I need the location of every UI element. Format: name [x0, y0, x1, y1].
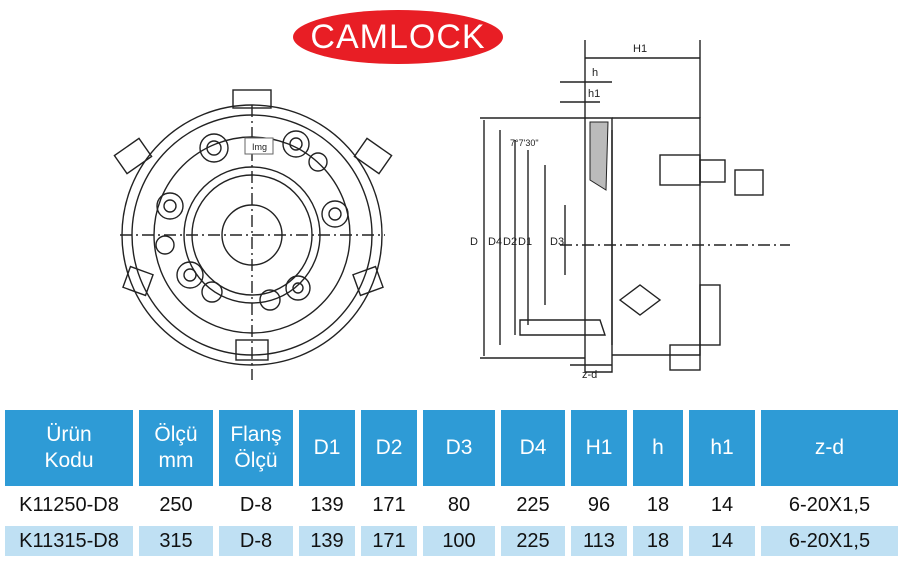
dim-D4: D4	[488, 236, 502, 248]
table-cell: 14	[689, 526, 755, 556]
chuck-side-view: H1 h h1 7°7'30" D D4 D2 D1 D3 z-d	[470, 40, 790, 381]
header-d3: D3	[423, 410, 495, 486]
dim-D2: D2	[503, 236, 517, 248]
table-cell: 100	[423, 526, 495, 556]
table-cell: D-8	[219, 526, 293, 556]
header-urun-kodu: Ürün Kodu	[5, 410, 133, 486]
header-h1-cap: H1	[571, 410, 627, 486]
table-cell: 225	[516, 493, 550, 516]
table-cell: 225	[501, 526, 565, 556]
dim-D: D	[470, 236, 478, 248]
img-tag-label: Img	[252, 142, 267, 152]
table-cell: 14	[710, 493, 734, 516]
table-cell: 6-20X1,5	[761, 526, 898, 556]
chuck-front-view: Img	[113, 89, 393, 380]
table-cell: D-8	[239, 493, 273, 516]
table-cell: 96	[587, 493, 611, 516]
table-cell: K11315-D8	[5, 526, 133, 556]
header-h1: h1	[689, 410, 755, 486]
header-h: h	[633, 410, 683, 486]
table-cell: 171	[361, 526, 417, 556]
technical-drawing: Img H1 h h1 7°7'30" D D4 D2	[113, 40, 790, 381]
dim-H1: H1	[633, 43, 647, 55]
header-d2: D2	[361, 410, 417, 486]
table-cell: 139	[299, 526, 355, 556]
camlock-title-badge: CAMLOCK	[293, 10, 503, 64]
table-cell: K11250-D8	[19, 493, 119, 516]
table-cell: 113	[571, 526, 627, 556]
header-flans: Flanş Ölçü	[219, 410, 293, 486]
table-cell: 139	[310, 493, 344, 516]
header-zd: z-d	[761, 410, 898, 486]
header-d4: D4	[501, 410, 565, 486]
dim-h1: h1	[588, 88, 600, 100]
table-cell: 171	[372, 493, 406, 516]
dim-D3: D3	[550, 236, 564, 248]
table-cell: 315	[139, 526, 213, 556]
header-olcu: Ölçü mm	[139, 410, 213, 486]
table-cell: 18	[646, 493, 670, 516]
dim-h: h	[592, 67, 598, 79]
dim-D1: D1	[518, 236, 532, 248]
table-cell: 250	[159, 493, 193, 516]
table-cell: 80	[447, 493, 471, 516]
table-cell: 18	[633, 526, 683, 556]
table-cell: 6-20X1,5	[788, 493, 871, 516]
camlock-title: CAMLOCK	[310, 17, 486, 56]
dim-zd: z-d	[582, 369, 597, 381]
header-d1: D1	[299, 410, 355, 486]
dim-angle: 7°7'30"	[510, 138, 539, 148]
